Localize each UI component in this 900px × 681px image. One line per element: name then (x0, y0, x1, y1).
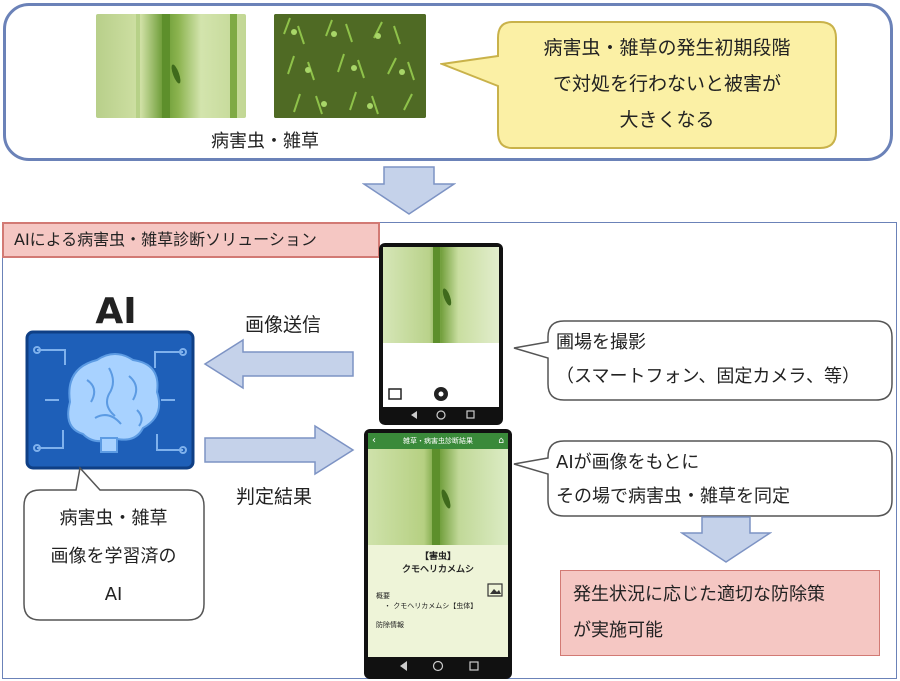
ai-brain-chip-icon (25, 330, 195, 470)
control-info-label: 防除情報 (376, 621, 404, 629)
top-bubble-line: で対処を行わないと被害が (552, 73, 781, 95)
send-label: 画像送信 (245, 314, 322, 336)
home-icon (436, 410, 446, 420)
top-bubble-shape (440, 21, 837, 149)
ai-bubble-line: 病害虫・雑草 (59, 508, 168, 529)
diagnosis-text: AIが画像をもとに その場で病害虫・雑草を同定 (556, 446, 886, 514)
app-home-icon[interactable]: ⌂ (498, 436, 504, 446)
gallery-icon (388, 388, 402, 400)
down-arrow (362, 166, 456, 215)
ai-bubble-shape (23, 466, 205, 621)
result-category: 【害虫】 (419, 552, 456, 562)
app-back-icon[interactable]: ‹ (372, 435, 376, 446)
capture-bubble-shape (513, 320, 893, 401)
ai-bubble-line: AI (104, 584, 123, 605)
measure-down-arrow (680, 516, 772, 563)
solution-title: AIによる病害虫・雑草診断ソリューション (2, 222, 380, 258)
gallery-icon[interactable] (487, 583, 503, 597)
result-name: クモヘリカメムシ (401, 565, 474, 575)
countermeasure-line: 発生状況に応じた適切な防除策 (573, 584, 825, 605)
diagnosis-line: その場で病害虫・雑草を同定 (556, 486, 790, 507)
overview-item[interactable]: ・ クモヘリカメムシ【虫体】 (384, 602, 478, 610)
top-caption: 病害虫・雑草 (211, 131, 319, 152)
camera-controls-area (383, 343, 499, 407)
back-icon (400, 661, 407, 671)
result-label: 判定結果 (236, 486, 313, 508)
capture-line: （スマートフォン、固定カメラ、等） (556, 366, 861, 387)
weed-photo (274, 14, 426, 118)
top-bubble-line: 病害虫・雑草の発生初期段階 (543, 37, 791, 59)
app-header-title: 雑草・病害虫診断結果 (403, 437, 473, 445)
recent-apps-icon (469, 661, 479, 671)
overview-label: 概要 (376, 592, 390, 600)
ai-bubble-text: 病害虫・雑草 画像を学習済の AI (24, 500, 203, 614)
diagnosis-bubble-shape (513, 440, 893, 517)
diagnosis-line: AIが画像をもとに (556, 452, 700, 473)
top-bubble-text: 病害虫・雑草の発生初期段階 で対処を行わないと被害が 大きくなる (500, 30, 834, 138)
result-photo (368, 449, 508, 545)
result-arrow-right (204, 424, 355, 476)
send-arrow-left (203, 338, 354, 390)
capture-text: 圃場を撮影 （スマートフォン、固定カメラ、等） (556, 326, 876, 394)
ai-label: AI (95, 291, 137, 332)
phone1-nav-bar (383, 407, 499, 423)
result-card (368, 545, 508, 657)
app-header: ‹ 雑草・病害虫診断結果 ⌂ (368, 433, 508, 449)
recent-apps-icon (466, 410, 475, 419)
countermeasure-line: が実施可能 (573, 620, 663, 641)
ai-bubble-line: 画像を学習済の (50, 546, 177, 567)
camera-preview-photo (383, 247, 499, 343)
top-bubble-line: 大きくなる (619, 109, 715, 131)
back-icon (411, 411, 417, 419)
phone2-nav-bar (368, 657, 508, 675)
countermeasure-box (560, 570, 880, 656)
countermeasure-text: 発生状況に応じた適切な防除策 が実施可能 (573, 577, 873, 649)
home-icon (432, 660, 444, 672)
capture-line: 圃場を撮影 (556, 332, 646, 353)
pest-photo (96, 14, 246, 118)
